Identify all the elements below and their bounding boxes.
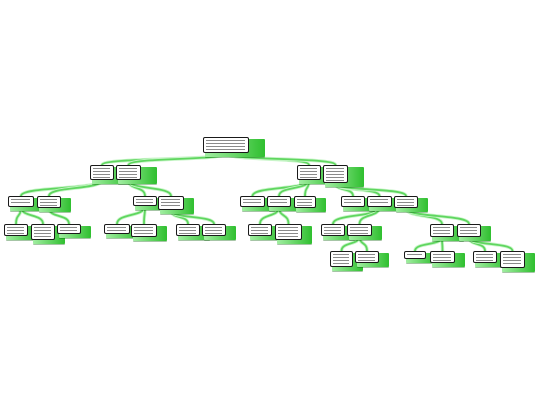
node-text-lines	[93, 168, 110, 178]
node	[275, 224, 302, 240]
node-text-lines	[251, 227, 268, 234]
node-text-lines	[206, 140, 245, 151]
node	[323, 165, 348, 183]
root-node	[203, 137, 249, 153]
node	[176, 224, 200, 236]
node-text-lines	[333, 254, 349, 265]
node-text-lines	[107, 227, 126, 232]
node	[430, 224, 454, 237]
node	[457, 224, 481, 237]
node	[347, 224, 372, 236]
node-text-lines	[243, 199, 261, 205]
node	[116, 165, 141, 180]
node-text-lines	[397, 199, 414, 206]
node-text-lines	[344, 199, 361, 205]
connector-line	[20, 179, 103, 197]
node	[473, 251, 497, 263]
node-text-lines	[270, 199, 287, 205]
node	[37, 196, 61, 208]
node	[330, 251, 353, 267]
node-text-lines	[358, 254, 375, 261]
node-text-lines	[460, 227, 477, 235]
node-text-lines	[40, 199, 57, 206]
node	[267, 196, 291, 207]
node-text-lines	[433, 254, 451, 261]
node	[8, 196, 34, 207]
node	[394, 196, 418, 208]
node	[104, 224, 130, 234]
node-text-lines	[300, 168, 317, 178]
node	[341, 196, 365, 207]
node-text-lines	[370, 199, 388, 205]
node	[500, 251, 525, 268]
node-text-lines	[433, 227, 450, 235]
node	[133, 196, 157, 206]
node	[202, 224, 226, 236]
node-text-lines	[407, 254, 422, 257]
node-text-lines	[350, 227, 368, 234]
node	[430, 251, 455, 263]
node	[131, 224, 157, 237]
node-text-lines	[205, 227, 222, 234]
node-text-lines	[324, 227, 341, 234]
node-text-lines	[161, 199, 180, 208]
node-text-lines	[297, 199, 312, 206]
node-text-lines	[34, 227, 51, 238]
node-text-lines	[60, 227, 77, 232]
node-text-lines	[179, 227, 196, 234]
node-text-lines	[134, 227, 153, 235]
node	[355, 251, 379, 263]
node	[321, 224, 345, 236]
node	[57, 224, 81, 234]
node	[248, 224, 272, 236]
node	[404, 251, 426, 259]
node	[367, 196, 392, 207]
node-text-lines	[278, 227, 298, 238]
node	[31, 224, 55, 240]
node-text-lines	[136, 199, 153, 204]
node	[158, 196, 184, 210]
node-text-lines	[11, 199, 30, 205]
node	[297, 165, 321, 180]
node-text-lines	[119, 168, 137, 178]
node	[294, 196, 316, 208]
node-text-lines	[503, 254, 521, 266]
node-text-lines	[476, 254, 493, 261]
node	[90, 165, 114, 180]
node-text-lines	[7, 227, 24, 234]
node	[4, 224, 28, 236]
node-text-lines	[326, 168, 344, 181]
node	[240, 196, 265, 207]
